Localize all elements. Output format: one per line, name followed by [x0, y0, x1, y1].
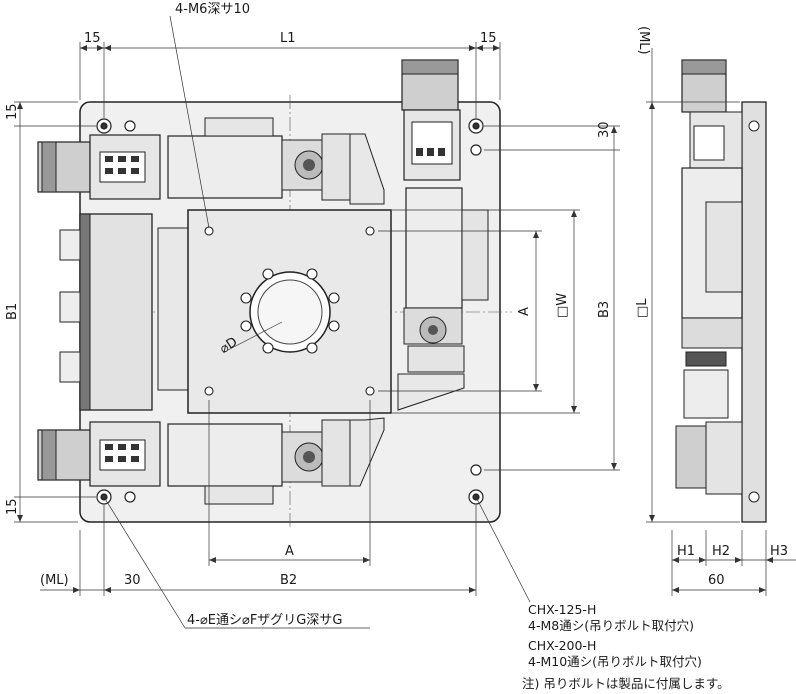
motor-top-right — [397, 59, 489, 411]
dim-h2: H2 — [712, 544, 730, 559]
dimension-lines — [14, 15, 796, 629]
motor-bottom-left — [37, 417, 385, 505]
dimension-arrows — [17, 45, 773, 593]
note-footnote: 注) 吊りボルトは製品に付属します。 — [522, 676, 730, 691]
note-bolt-2: 4-M10通シ(吊りボルト取付穴) — [528, 654, 702, 669]
dim-b2: B2 — [280, 573, 297, 588]
bottom-hole-callout: 4-⌀E通シ⌀FザグリG深サG — [187, 613, 342, 628]
dim-15-top-left: 15 — [84, 31, 101, 46]
central-stage — [187, 209, 392, 414]
dim-15-left-bottom: 15 — [5, 498, 20, 515]
dim-ml-right: (ML) — [636, 26, 651, 55]
dim-ml-bottom: (ML) — [40, 573, 69, 588]
dim-15-left-top: 15 — [5, 103, 20, 120]
top-hole-callout: 4-M6深サ10 — [175, 2, 250, 17]
dim-60: 60 — [708, 573, 725, 588]
note-model-2: CHX-200-H — [528, 638, 596, 653]
dim-15-top-right: 15 — [480, 31, 497, 46]
dim-30-right: 30 — [597, 121, 612, 138]
side-view — [675, 59, 767, 523]
dim-l-square: □L — [635, 298, 650, 318]
dim-a-vertical: A — [517, 307, 532, 316]
dim-h3: H3 — [770, 544, 788, 559]
front-view — [37, 59, 512, 530]
motor-top-left — [37, 117, 385, 205]
corner-holes — [96, 118, 484, 505]
dim-30-bottom: 30 — [124, 573, 141, 588]
dim-b1: B1 — [5, 303, 20, 320]
dim-l1: L1 — [280, 31, 296, 46]
dim-w: □W — [555, 293, 570, 318]
left-guide-block — [59, 213, 189, 411]
dim-b3: B3 — [597, 301, 612, 318]
dim-a-horizontal: A — [285, 544, 294, 559]
note-model-1: CHX-125-H — [528, 602, 596, 617]
dim-h1: H1 — [677, 544, 695, 559]
note-bolt-1: 4-M8通シ(吊りボルト取付穴) — [528, 618, 694, 633]
